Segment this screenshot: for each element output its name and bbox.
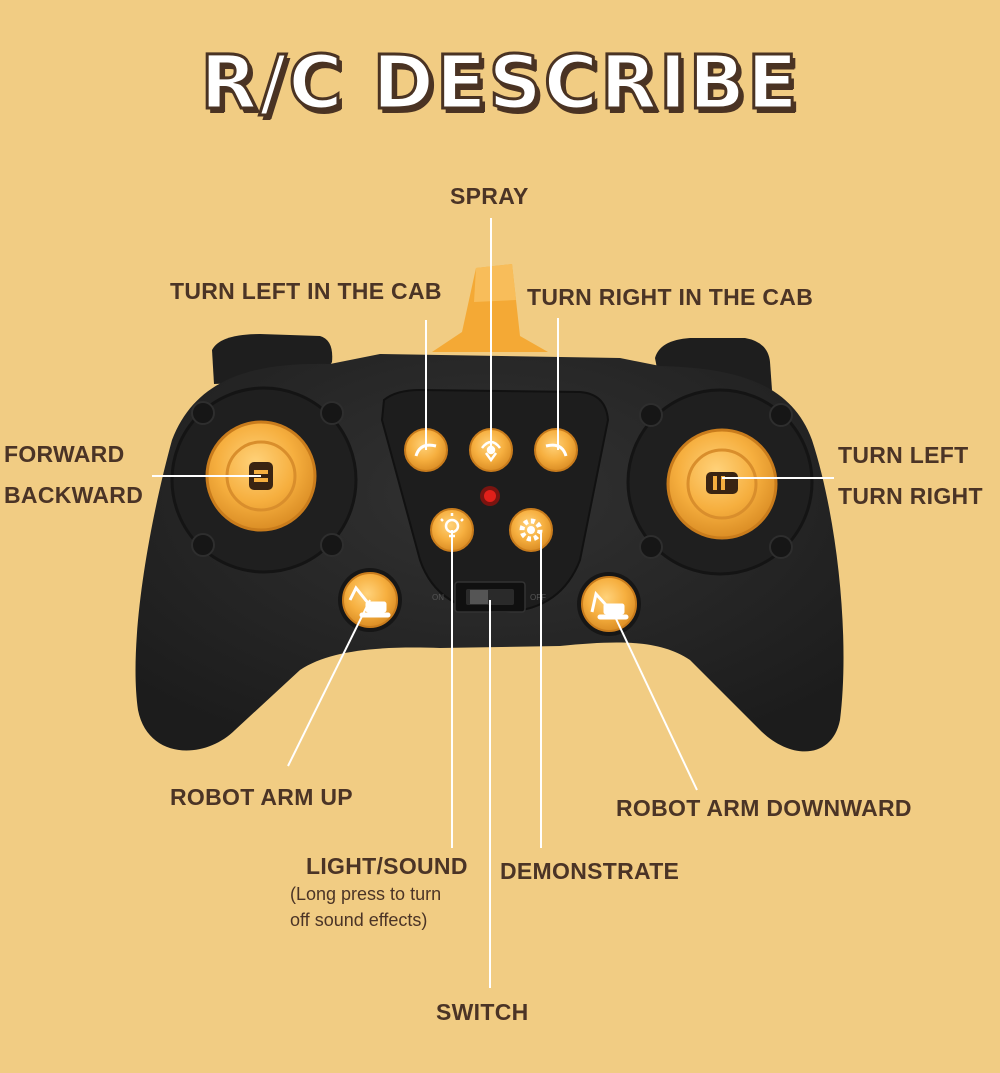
label-light-sound-note-line-2: off sound effects)	[290, 910, 428, 930]
label-robot-arm-downward: ROBOT ARM DOWNWARD	[616, 795, 912, 821]
label-backward: BACKWARD	[4, 482, 144, 508]
label-turn-left: TURN LEFT	[838, 442, 969, 468]
label-turn-right: TURN RIGHT	[838, 483, 983, 509]
label-turn-right-cab: TURN RIGHT IN THE CAB	[527, 284, 814, 310]
leader-lines	[152, 218, 834, 988]
rotate-left-icon	[414, 443, 437, 457]
label-light-sound-note-line-1: (Long press to turn	[290, 884, 442, 904]
turn-right-cab-button[interactable]	[534, 428, 578, 472]
label-light-sound: LIGHT/SOUND	[306, 853, 468, 879]
label-spray: SPRAY	[450, 183, 529, 209]
page-title: R/C DESCRIBE	[199, 39, 800, 128]
excavator-arm-down-icon	[590, 590, 629, 620]
right-joystick[interactable]	[666, 428, 778, 540]
label-demonstrate: DEMONSTRATE	[500, 858, 680, 884]
demonstrate-button[interactable]	[509, 508, 553, 552]
label-robot-arm-up: ROBOT ARM UP	[170, 784, 353, 810]
label-turn-left-cab: TURN LEFT IN THE CAB	[170, 278, 442, 304]
power-led	[480, 486, 500, 506]
switch-off-mark: OFF	[530, 593, 546, 602]
excavator-arm-up-icon	[348, 585, 391, 618]
screws	[191, 401, 793, 559]
label-switch: SWITCH	[436, 999, 529, 1025]
switch-on-mark: ON	[432, 593, 444, 602]
label-forward: FORWARD	[4, 441, 125, 467]
